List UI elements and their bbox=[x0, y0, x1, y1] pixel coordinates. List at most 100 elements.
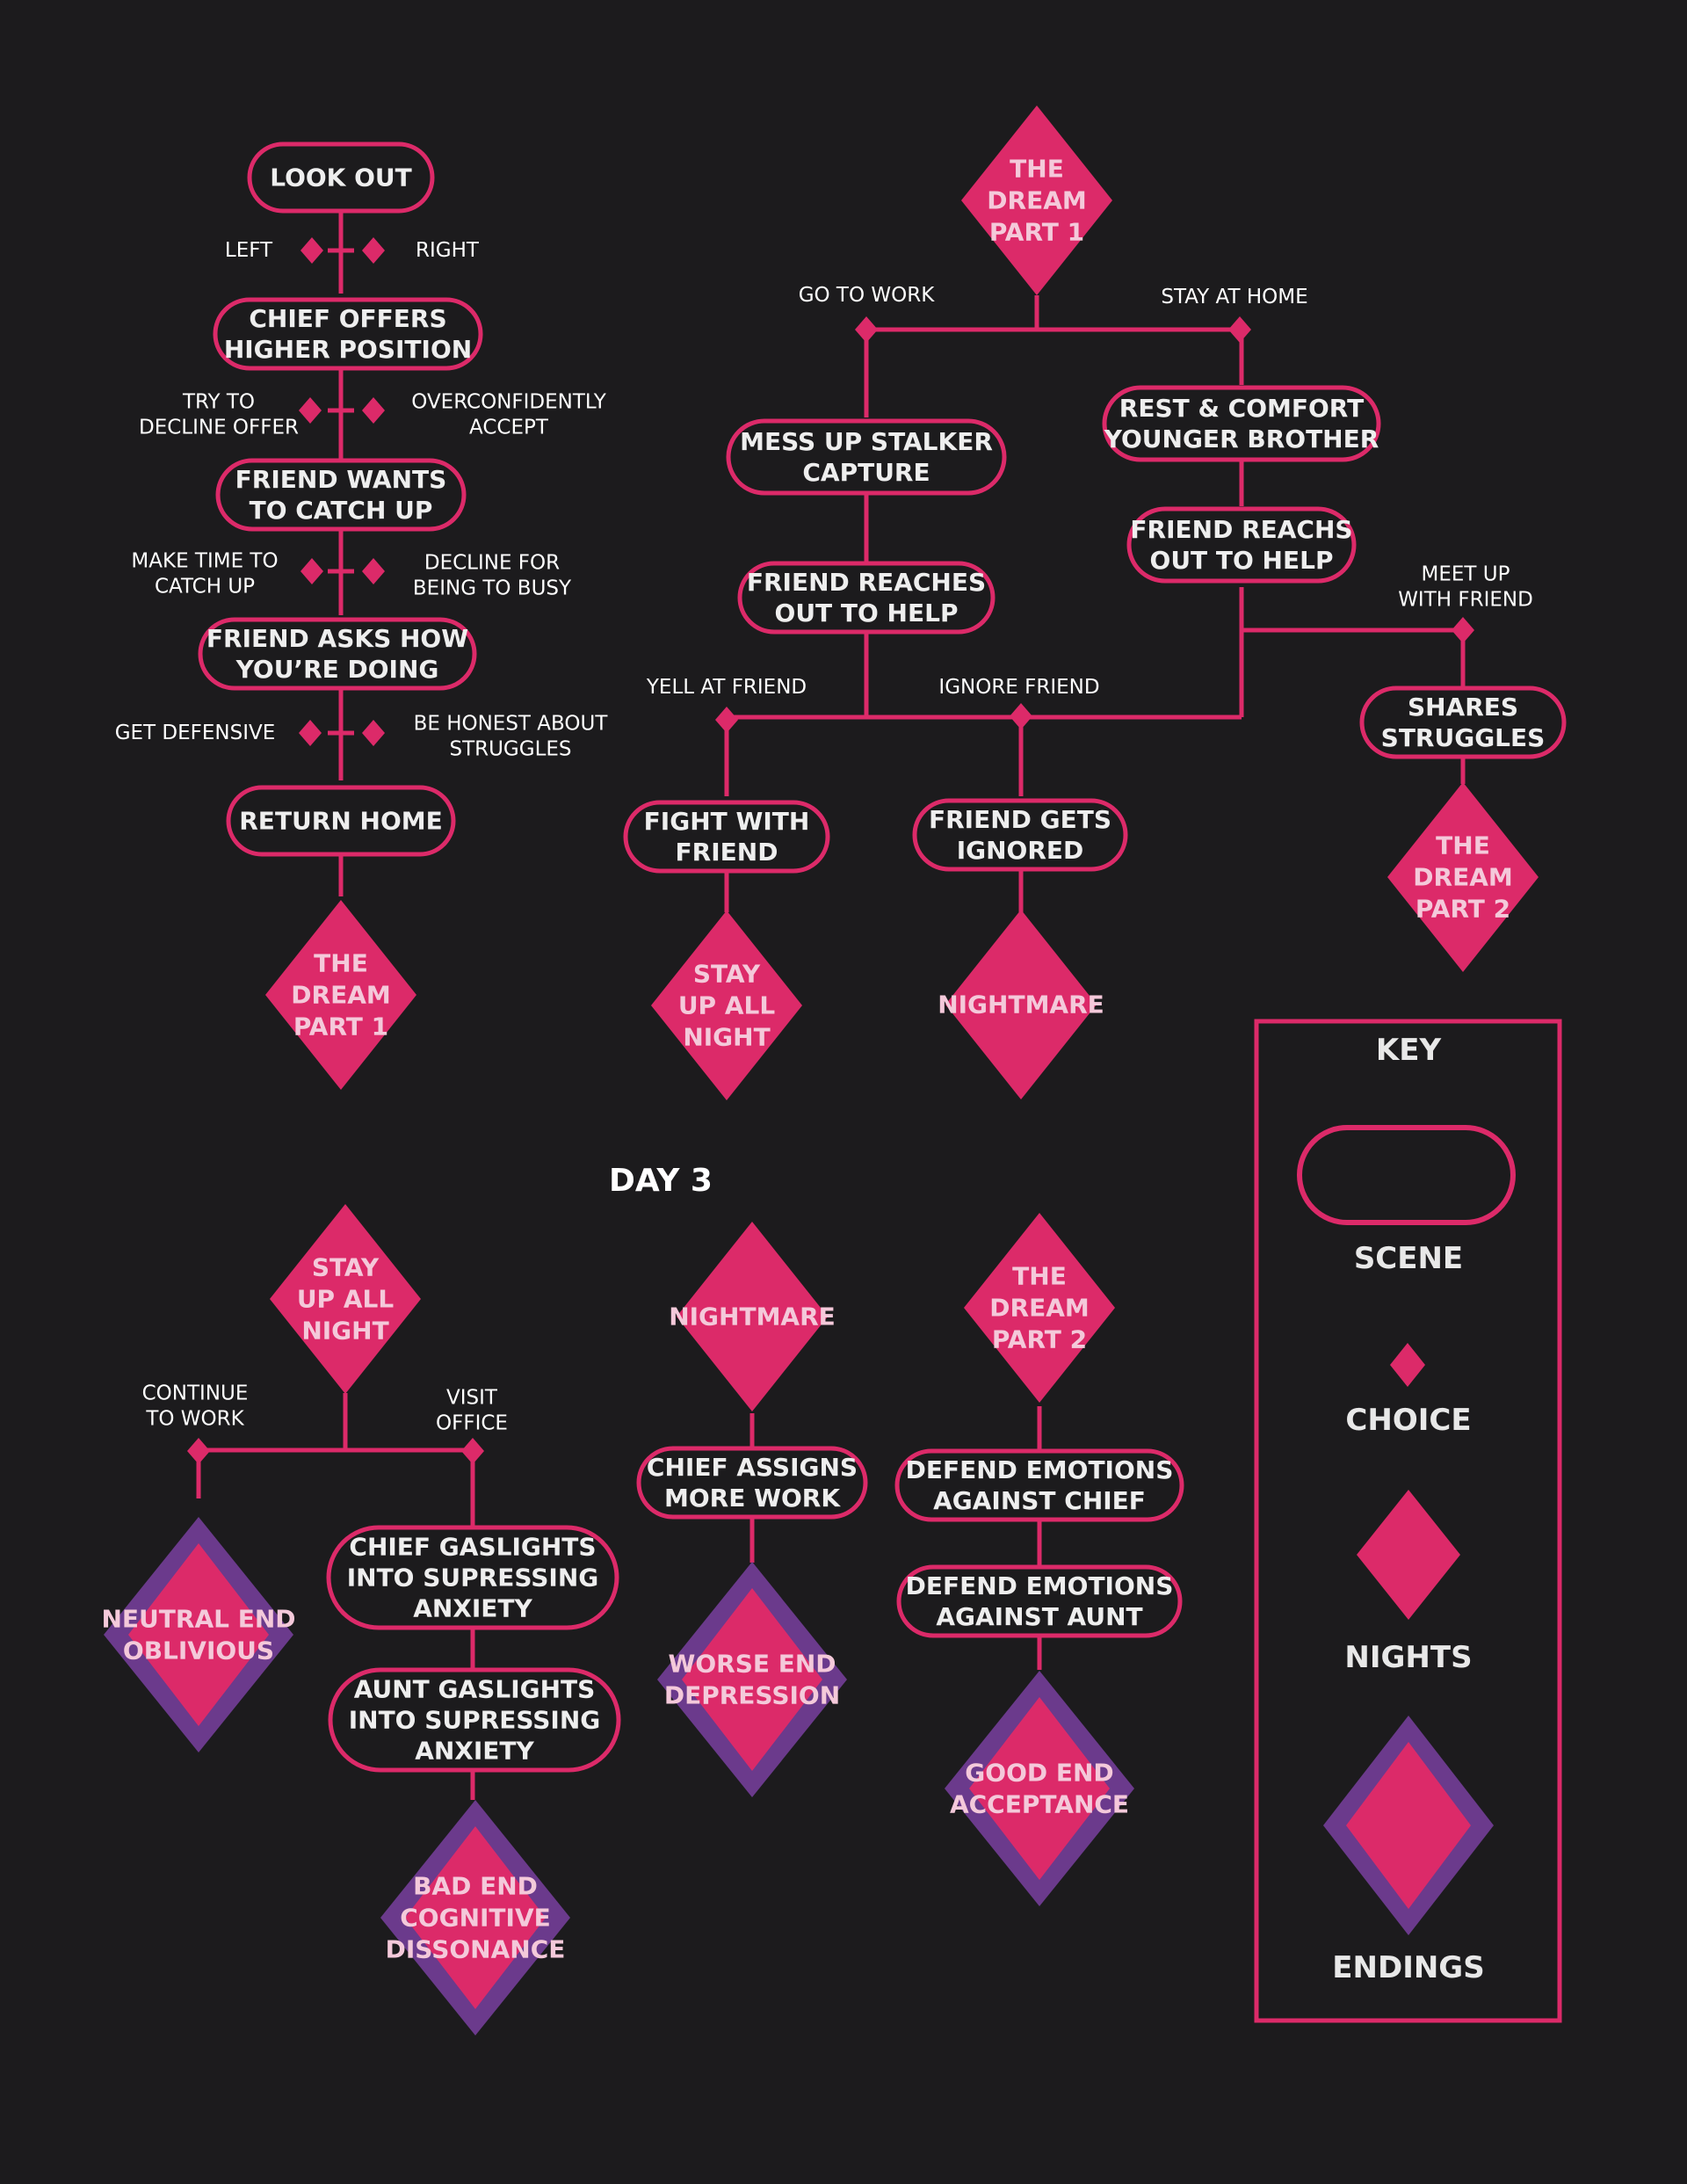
choice-diamond bbox=[1452, 617, 1474, 643]
choice-ignore-friend: IGNORE FRIEND bbox=[938, 676, 1099, 699]
night-diamond bbox=[945, 910, 1097, 1099]
scene-label: SHARES bbox=[1408, 693, 1518, 722]
night-label: PART 2 bbox=[992, 1325, 1087, 1354]
scene-label: FRIEND GETS bbox=[929, 805, 1111, 834]
choice-label: BEING TO BUSY bbox=[413, 577, 572, 600]
choice-diamond bbox=[461, 1438, 484, 1464]
scene-label: FRIEND bbox=[676, 838, 778, 867]
scene-box bbox=[226, 785, 456, 857]
choice-go-to-work: GO TO WORK bbox=[799, 284, 936, 307]
choice-diamond bbox=[187, 1438, 210, 1464]
scene-label: DEFEND EMOTIONS bbox=[906, 1571, 1174, 1600]
scene-label: RETURN HOME bbox=[239, 807, 443, 836]
choice-diamond bbox=[299, 720, 322, 746]
choice-label: WITH FRIEND bbox=[1398, 589, 1533, 612]
night-diamond bbox=[265, 900, 416, 1090]
scene-label: ANXIETY bbox=[413, 1594, 532, 1623]
choice-label: TRY TO bbox=[182, 391, 255, 414]
night-diamond bbox=[677, 1222, 828, 1411]
scene-label: HIGHER POSITION bbox=[224, 335, 472, 364]
choice-diamond bbox=[855, 316, 878, 343]
choice-diamond bbox=[362, 237, 385, 264]
scene-box bbox=[215, 458, 467, 532]
night-label: NIGHTMARE bbox=[669, 1302, 836, 1331]
scene-label: FRIEND WANTS bbox=[235, 465, 447, 494]
choice-diamond bbox=[362, 397, 385, 424]
choice-label: DECLINE FOR bbox=[424, 552, 560, 575]
night-label: THE bbox=[1012, 1262, 1067, 1291]
choice-label: STAY AT HOME bbox=[1161, 286, 1307, 308]
night-nightmare-day3: NIGHTMARE bbox=[669, 1222, 836, 1411]
scene-label: STRUGGLES bbox=[1381, 723, 1546, 752]
key-choice-shape bbox=[1390, 1343, 1425, 1387]
scene-look-out: LOOK OUT bbox=[247, 141, 435, 214]
scene-label: REST & COMFORT bbox=[1119, 394, 1364, 423]
scene-label: CHIEF ASSIGNS bbox=[647, 1453, 858, 1482]
choice-label: YELL AT FRIEND bbox=[646, 676, 807, 699]
ending-label: DEPRESSION bbox=[664, 1681, 840, 1710]
ending-inner-diamond bbox=[405, 1826, 546, 2009]
choice-label: LEFT bbox=[225, 239, 273, 262]
night-label: DREAM bbox=[989, 1294, 1089, 1323]
key-choice-label: CHOICE bbox=[1345, 1403, 1471, 1438]
night-label: UP ALL bbox=[678, 991, 776, 1020]
ending-label: WORSE END bbox=[668, 1650, 836, 1679]
choice-yell-at-friend: YELL AT FRIEND bbox=[646, 676, 807, 699]
choice-label: ACCEPT bbox=[469, 417, 549, 439]
choice-label: GET DEFENSIVE bbox=[115, 722, 276, 744]
ending-label: OBLIVIOUS bbox=[123, 1636, 274, 1665]
scene-box bbox=[1359, 686, 1567, 759]
key-endings-label: ENDINGS bbox=[1332, 1950, 1484, 1985]
night-label: THE bbox=[1010, 155, 1064, 184]
ending-inner-diamond bbox=[128, 1543, 269, 1726]
key-scene-label: SCENE bbox=[1354, 1241, 1463, 1276]
choice-label: GO TO WORK bbox=[799, 284, 936, 307]
night-label: STAY bbox=[693, 960, 761, 989]
scene-label: CHIEF OFFERS bbox=[249, 304, 446, 333]
choice-left: LEFT bbox=[225, 239, 273, 262]
scene-label: AUNT GASLIGHTS bbox=[354, 1675, 596, 1704]
scene-box bbox=[737, 561, 996, 635]
night-label: PART 2 bbox=[1415, 895, 1510, 924]
scene-box bbox=[912, 798, 1128, 872]
ending-inner-diamond bbox=[969, 1697, 1110, 1880]
choice-label: MAKE TIME TO bbox=[131, 550, 278, 573]
scene-label: FRIEND REACHES bbox=[747, 568, 986, 597]
night-diamond bbox=[964, 1213, 1115, 1403]
night-label: DREAM bbox=[1413, 863, 1512, 892]
choice-label: STRUGGLES bbox=[449, 738, 571, 761]
scene-label: CAPTURE bbox=[802, 458, 930, 487]
ending-label: DISSONANCE bbox=[386, 1935, 566, 1964]
choice-label: CONTINUE bbox=[142, 1382, 249, 1405]
night-diamond bbox=[651, 911, 802, 1100]
night-label: THE bbox=[314, 949, 368, 978]
choice-label: BE HONEST ABOUT bbox=[414, 713, 609, 736]
choice-label: VISIT bbox=[446, 1387, 498, 1410]
night-label: DREAM bbox=[291, 981, 390, 1010]
choice-meet-up: MEET UP WITH FRIEND bbox=[1398, 563, 1533, 612]
night-label: PART 1 bbox=[989, 218, 1084, 247]
choice-diamond bbox=[362, 558, 385, 584]
key-nights-shape bbox=[1357, 1490, 1460, 1620]
choice-label: MEET UP bbox=[1422, 563, 1510, 586]
scene-label: MORE WORK bbox=[664, 1484, 841, 1513]
scene-label: IGNORED bbox=[957, 836, 1084, 865]
scene-label: ANXIETY bbox=[415, 1737, 534, 1766]
ending-inner-diamond bbox=[682, 1588, 822, 1771]
scene-label: OUT TO HELP bbox=[775, 599, 959, 628]
